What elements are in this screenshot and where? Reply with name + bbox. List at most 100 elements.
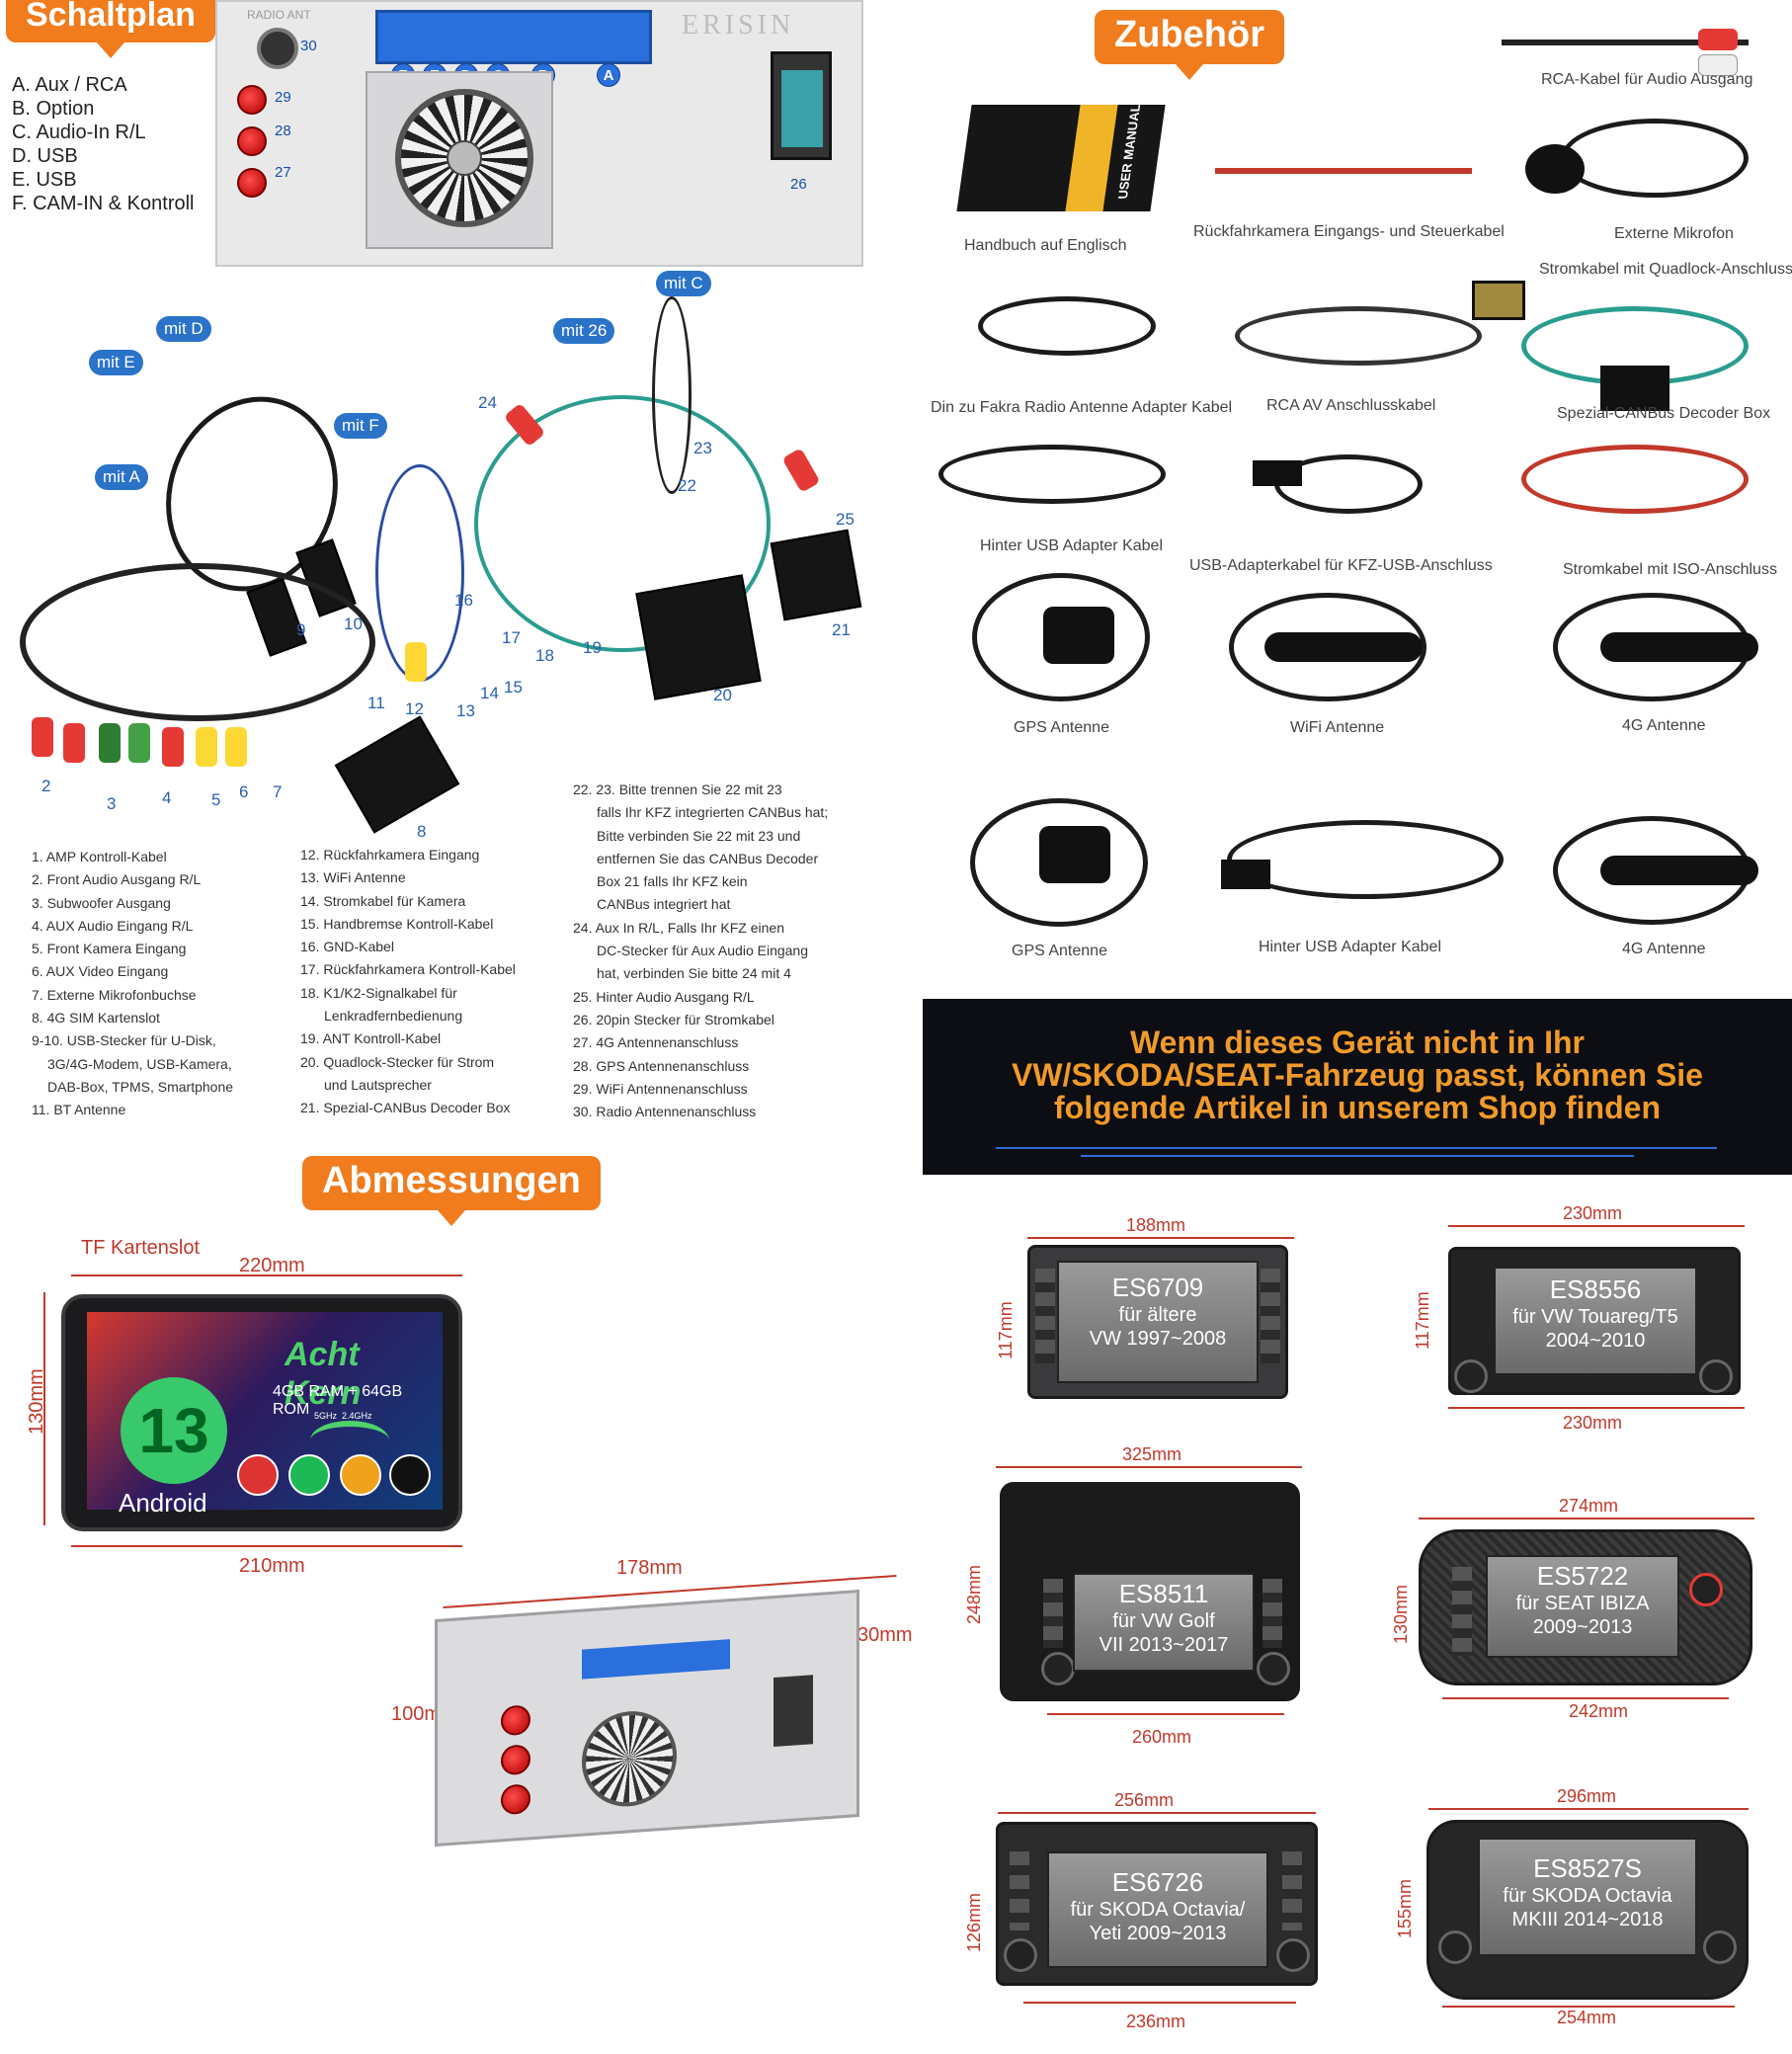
- list-item: Bitte verbinden Sie 22 mit 23 und: [597, 827, 801, 844]
- wifi-antenna-icon: [1264, 632, 1423, 662]
- connector-bubble: mit F: [334, 413, 387, 439]
- depth-label: 178mm: [616, 1557, 683, 1579]
- main-radio-front: Acht Kern 4GB RAM + 64GB ROM 13 Android …: [61, 1294, 462, 1531]
- connector-bubble: mit C: [656, 271, 711, 296]
- list-item: 29. WiFi Antennenanschluss: [573, 1080, 748, 1097]
- button-column-icon: [1010, 1851, 1029, 1931]
- cable-number: 13: [456, 701, 475, 720]
- cable-number: 5: [211, 790, 221, 809]
- microphone-cable-icon: [1561, 119, 1749, 198]
- red-jack-icon: [501, 1783, 530, 1816]
- dimension-line: [996, 1466, 1302, 1468]
- volume-knob-icon: [1004, 1938, 1037, 1972]
- tune-knob-icon: [1257, 1652, 1290, 1685]
- product-screen: ES6709 für ältere VW 1997~2008: [1057, 1261, 1259, 1383]
- accessory-label: 4G Antenne: [1622, 941, 1706, 957]
- dimension-line: [1442, 2006, 1735, 2008]
- accessory-label: Din zu Fakra Radio Antenne Adapter Kabel: [931, 399, 1233, 416]
- accessory-label: GPS Antenne: [1012, 943, 1107, 959]
- usb-plug-icon: [1221, 860, 1270, 889]
- width-top-label: 220mm: [239, 1255, 305, 1276]
- volume-knob-icon: [1438, 1931, 1472, 1964]
- dimension-line: [1047, 1713, 1284, 1715]
- product-dim-top: 188mm: [1126, 1215, 1186, 1235]
- list-item: 16. GND-Kabel: [300, 939, 394, 955]
- accessory-label: Hinter USB Adapter Kabel: [980, 537, 1163, 554]
- usb-plug-icon: [1253, 460, 1302, 486]
- banner-text: Wenn dieses Gerät nicht in Ihr VW/SKODA/…: [923, 1027, 1792, 1124]
- list-item: DC-Stecker für Aux Audio Eingang: [597, 943, 809, 959]
- rca-plug-icon: [128, 723, 150, 763]
- product-desc: für VW Touareg/T5: [1512, 1306, 1678, 1328]
- cable-number: 2: [41, 777, 51, 795]
- tune-knob-icon: [1703, 1931, 1737, 1964]
- depth-side-label: 30mm: [857, 1624, 913, 1646]
- android-label: Android: [119, 1488, 207, 1518]
- button-column-icon: [1263, 1579, 1282, 1648]
- button-column-icon: [1452, 1567, 1472, 1656]
- product-dim-bottom: 242mm: [1569, 1701, 1629, 1721]
- list-item: und Lautsprecher: [324, 1076, 432, 1093]
- product-dim-side: 126mm: [964, 1892, 984, 1952]
- radio-screen: Acht Kern 4GB RAM + 64GB ROM 13 Android …: [87, 1312, 443, 1518]
- 4g-port-icon: [237, 168, 267, 198]
- product-dim-bottom: 254mm: [1557, 2008, 1617, 2027]
- cable-number: 8: [417, 822, 427, 841]
- product-dim-top: 256mm: [1114, 1790, 1175, 1810]
- list-item: 25. Hinter Audio Ausgang R/L: [573, 988, 755, 1005]
- list-item: 28. GPS Antennenanschluss: [573, 1057, 750, 1074]
- cable-number: 4: [162, 788, 172, 807]
- connector-bubble: mit D: [156, 316, 211, 342]
- cable-number: 14: [480, 684, 499, 702]
- cable-number: 20: [713, 686, 732, 704]
- product-desc: VW 1997~2008: [1089, 1328, 1227, 1350]
- user-manual-icon: USER MANUAL: [956, 104, 1166, 211]
- cable-number: 21: [832, 620, 851, 639]
- dimension-line: [1027, 1237, 1294, 1239]
- volume-knob-icon: [1454, 1359, 1488, 1393]
- cable-number: 23: [693, 439, 712, 457]
- cable-number: 24: [478, 393, 497, 412]
- cable-number: 25: [836, 510, 855, 529]
- rca-plug-icon: [1698, 29, 1738, 50]
- gps-antenna-cable-icon: [972, 573, 1150, 701]
- product-desc: für SKODA Octavia/: [1070, 1899, 1246, 1921]
- dimension-line: [43, 1292, 45, 1525]
- product-screen: ES6726 für SKODA Octavia/ Yeti 2009~2013: [1047, 1851, 1268, 1968]
- product-screen: ES8511 für VW Golf VII 2013~2017: [1073, 1573, 1255, 1672]
- product-screen: ES8527S für SKODA Octavia MKIII 2014~201…: [1478, 1838, 1697, 1956]
- app-icon: [340, 1454, 381, 1496]
- legend-item: E. USB: [12, 169, 77, 191]
- screen-spec: 4GB RAM + 64GB ROM: [273, 1383, 403, 1418]
- product-dim-side: 130mm: [1391, 1584, 1411, 1644]
- product-desc: für ältere: [1118, 1304, 1197, 1326]
- list-item: 17. Rückfahrkamera Kontroll-Kabel: [300, 961, 516, 978]
- list-item: 11. BT Antenne: [32, 1102, 126, 1118]
- accessory-label: Hinter USB Adapter Kabel: [1259, 939, 1441, 955]
- red-jack-icon: [501, 1744, 530, 1776]
- height-label: 130mm: [26, 1368, 47, 1435]
- product-desc: 2009~2013: [1532, 1616, 1633, 1638]
- wifi-antenna-cable-icon: [1229, 593, 1426, 701]
- rear-usb-cable-icon: [938, 445, 1166, 504]
- product-dim-side: 117mm: [1413, 1291, 1432, 1350]
- product-desc: für SKODA Octavia: [1503, 1885, 1672, 1907]
- list-item: CANBus integriert hat: [597, 896, 731, 913]
- list-item: 22. 23. Bitte trennen Sie 22 mit 23: [573, 781, 782, 797]
- accessory-label: GPS Antenne: [1014, 719, 1109, 736]
- wifi-port-icon: [237, 85, 267, 115]
- cable-list-col3: 22. 23. Bitte trennen Sie 22 mit 23 fall…: [573, 779, 828, 1123]
- legend-item: C. Audio-In R/L: [12, 122, 146, 143]
- list-item: falls Ihr KFZ integrierten CANBus hat;: [597, 804, 829, 821]
- legend-item: A. Aux / RCA: [12, 74, 127, 96]
- list-item: 13. WiFi Antenne: [300, 869, 406, 886]
- cable-number: 15: [504, 678, 523, 697]
- cable-list-col2: 12. Rückfahrkamera Eingang 13. WiFi Ante…: [300, 844, 516, 1120]
- screen-headline: Acht Kern: [285, 1336, 362, 1412]
- list-item: 9-10. USB-Stecker für U-Disk,: [32, 1032, 216, 1049]
- rca-plug-icon: [196, 727, 217, 767]
- port-number: 29: [275, 89, 291, 106]
- accessory-label: USB-Adapterkabel für KFZ-USB-Anschluss: [1189, 557, 1493, 574]
- list-item: 24. Aux In R/L, Falls Ihr KFZ einen: [573, 919, 784, 936]
- button-column-icon: [1282, 1851, 1302, 1931]
